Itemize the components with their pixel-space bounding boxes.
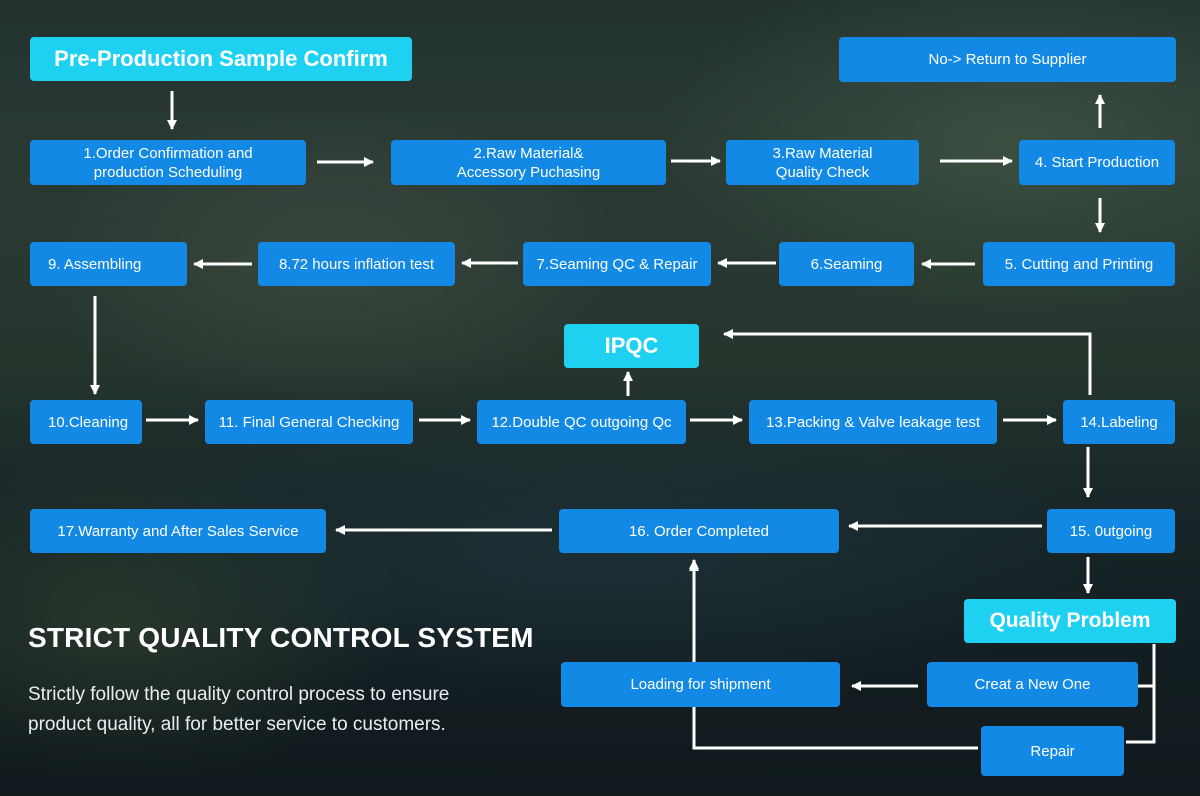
step-packing-valve-test: 13.Packing & Valve leakage test [749, 400, 997, 444]
arrow-step14-to-ipqc [723, 329, 1092, 395]
step-assembling: 9. Assembling [30, 242, 187, 286]
step-order-confirmation: 1.Order Confirmation and production Sche… [30, 140, 306, 185]
step-inflation-test: 8.72 hours inflation test [258, 242, 455, 286]
step-seaming: 6.Seaming [779, 242, 914, 286]
step-warranty-after-sales: 17.Warranty and After Sales Service [30, 509, 326, 553]
ipqc-box: IPQC [564, 324, 699, 368]
loading-for-shipment-box: Loading for shipment [561, 662, 840, 707]
description: Strictly follow the quality control proc… [28, 684, 450, 735]
create-new-one-box: Creat a New One [927, 662, 1138, 707]
step-start-production: 4. Start Production [1019, 140, 1175, 185]
step-labeling: 14.Labeling [1063, 400, 1175, 444]
step-cleaning: 10.Cleaning [30, 400, 142, 444]
step-raw-material-purchasing: 2.Raw Material& Accessory Puchasing [391, 140, 666, 185]
arrow-repair-to-step16 [689, 559, 978, 750]
step-seaming-qc-repair: 7.Seaming QC & Repair [523, 242, 711, 286]
step-final-general-checking: 11. Final General Checking [205, 400, 413, 444]
headline: STRICT QUALITY CONTROL SYSTEM [28, 622, 534, 653]
repair-box: Repair [981, 726, 1124, 776]
return-to-supplier-box: No-> Return to Supplier [839, 37, 1176, 82]
step-outgoing: 15. 0utgoing [1047, 509, 1175, 553]
quality-problem-box: Quality Problem [964, 599, 1176, 643]
line-quality-to-branches [1126, 644, 1156, 744]
step-raw-material-quality-check: 3.Raw Material Quality Check [726, 140, 919, 185]
step-double-qc-outgoing: 12.Double QC outgoing Qc [477, 400, 686, 444]
step-order-completed: 16. Order Completed [559, 509, 839, 553]
pre-production-sample-confirm: Pre-Production Sample Confirm [30, 37, 412, 81]
step-cutting-and-printing: 5. Cutting and Printing [983, 242, 1175, 286]
